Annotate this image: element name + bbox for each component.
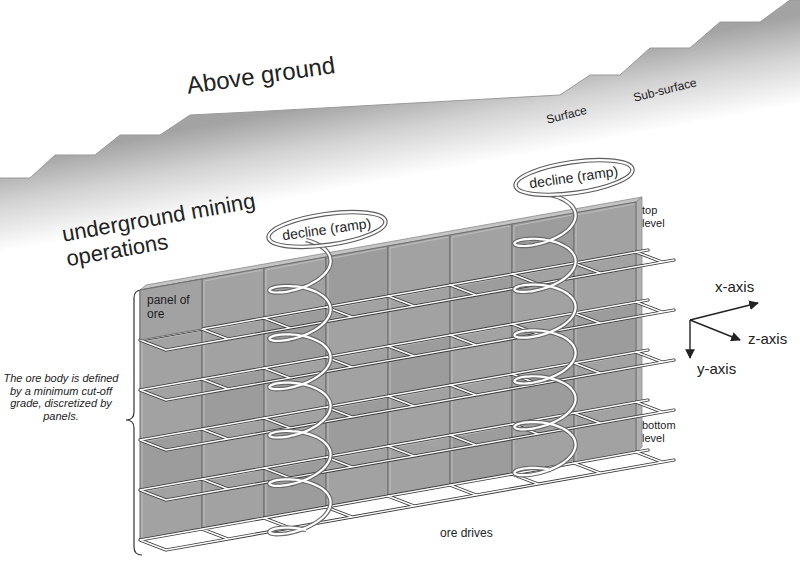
region-label: Above ground [185,51,337,99]
decline-outline [266,206,387,253]
region-label: underground mining operations [60,187,266,272]
ramp [514,195,575,475]
level-label: bottom level [642,419,686,444]
part-label: ore drives [440,527,493,541]
level-label: top level [642,204,682,229]
ore-drives [140,250,674,550]
x-axis-arrow [690,303,758,320]
ore-drive-outline [140,350,674,450]
ore-drive-outline [140,250,674,350]
panel-highlight [204,270,262,326]
ore-drive [140,250,674,350]
ore-panel-box: panel of ore [140,279,202,340]
axis-label: z-axis [748,330,787,347]
region-label: Surface [545,104,588,127]
ore-drive-outline [140,450,674,550]
panel-highlight [328,248,386,304]
decline-loop: decline (ramp) [511,152,637,204]
decline-outline [513,154,634,201]
panel-highlight [576,204,634,260]
panel-label: panel of ore [147,294,197,322]
panel-highlight [390,237,448,293]
axis-label: x-axis [715,278,754,295]
y-axis-arrow [689,320,690,358]
decline-outline-inner [266,206,387,253]
panel-outline [140,279,202,340]
surface-line [0,0,800,178]
ore-drive-outline [140,400,674,500]
region-label: Sub-surface [632,76,698,105]
axis-label: y-axis [697,360,736,377]
ore-drive-outline [140,300,674,400]
ramp-outline [514,195,575,475]
z-axis-arrow [690,320,740,340]
ramp-outline [269,240,330,534]
note: The ore body is defined by a minimum cut… [2,372,120,423]
ore-drive [140,300,674,400]
ore-drive [140,450,674,550]
decline-loop: decline (ramp) [264,204,390,256]
decline-outline-inner [513,154,634,201]
ramp [269,240,330,534]
panel-highlight [452,226,510,282]
ore-panel [140,279,202,340]
ore-drive [140,400,674,500]
wall-side [636,197,642,452]
ore-drive [140,350,674,450]
axes [690,303,758,358]
